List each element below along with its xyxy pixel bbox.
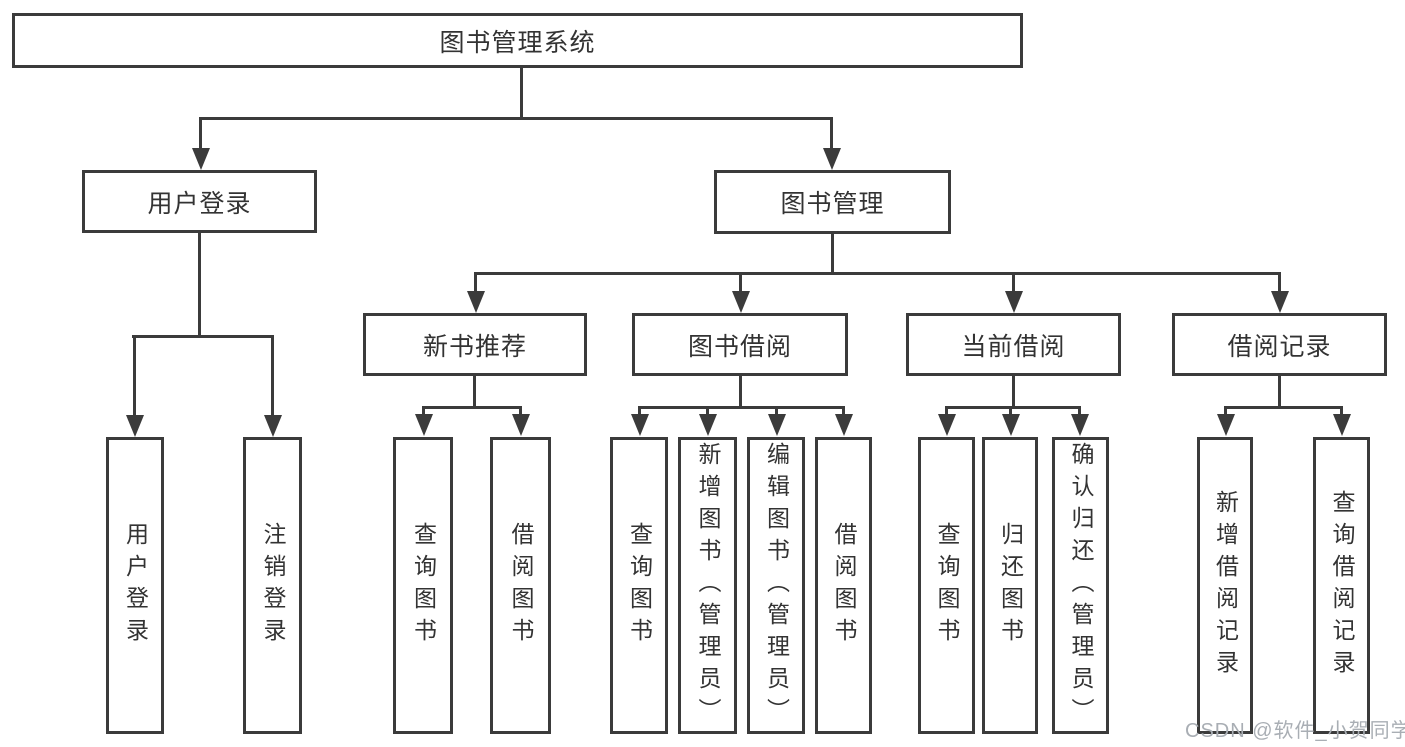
leaf-borrow-borrow-label: 借阅图书 — [831, 521, 857, 650]
connector-new-book-stem — [473, 376, 476, 408]
leaf-logout-label: 注销登录 — [260, 521, 286, 650]
arrow-new-book-leaf-1 — [422, 406, 425, 414]
arrow-current-borrow-leaf-3 — [1078, 406, 1081, 414]
connector-borrow-record-stem — [1278, 376, 1281, 408]
connector-user-login-stem — [198, 233, 201, 337]
arrow-to-leaf-logout — [271, 335, 274, 415]
leaf-record-add-label: 新增借阅记录 — [1212, 489, 1239, 682]
leaf-current-query-label: 查询图书 — [934, 521, 960, 650]
node-book-borrow: 图书借阅 — [632, 313, 848, 376]
leaf-borrow-edit-admin: 编辑图书（管理员） — [747, 437, 805, 734]
leaf-borrow-add-admin-label: 新增图书（管理员） — [695, 441, 721, 730]
leaf-newbook-borrow-label: 借阅图书 — [508, 521, 534, 650]
csdn-watermark: CSDN @软件_小贺同学 — [1185, 720, 1405, 742]
arrow-current-borrow-leaf-1 — [945, 406, 948, 414]
arrow-to-book-management — [830, 117, 833, 148]
arrow-book-borrow-leaf-4 — [842, 406, 845, 414]
node-new-book-recommend-label: 新书推荐 — [422, 332, 527, 361]
connector-current-borrow-stem — [1012, 376, 1015, 408]
arrow-borrow-record-leaf-1 — [1224, 406, 1227, 414]
leaf-logout: 注销登录 — [243, 437, 302, 734]
leaf-user-login-label: 用户登录 — [122, 521, 149, 650]
arrow-new-book-leaf-2 — [519, 406, 522, 414]
connector-user-login-rail — [132, 335, 274, 338]
connector-current-borrow-rail — [945, 406, 1081, 409]
node-book-borrow-label: 图书借阅 — [687, 332, 792, 361]
leaf-borrow-edit-admin-label: 编辑图书（管理员） — [763, 441, 790, 730]
node-root-label: 图书管理系统 — [439, 28, 596, 57]
leaf-current-query: 查询图书 — [918, 437, 975, 734]
arrow-to-borrow-record — [1278, 272, 1281, 291]
connector-level2-rail — [199, 117, 833, 120]
leaf-borrow-query-label: 查询图书 — [626, 521, 653, 650]
arrow-to-current-borrow — [1012, 272, 1015, 291]
leaf-current-return-label: 归还图书 — [997, 521, 1024, 650]
node-current-borrow-label: 当前借阅 — [961, 332, 1066, 361]
leaf-borrow-add-admin: 新增图书（管理员） — [678, 437, 737, 734]
node-borrow-record: 借阅记录 — [1172, 313, 1387, 376]
leaf-current-confirm-admin: 确认归还（管理员） — [1052, 437, 1109, 734]
arrow-book-borrow-leaf-1 — [638, 406, 641, 414]
leaf-record-query-label: 查询借阅记录 — [1329, 489, 1355, 682]
leaf-record-add: 新增借阅记录 — [1197, 437, 1253, 734]
connector-borrow-record-rail — [1224, 406, 1342, 409]
node-root: 图书管理系统 — [12, 13, 1023, 68]
leaf-borrow-borrow: 借阅图书 — [815, 437, 872, 734]
arrow-to-leaf-user-login — [133, 335, 136, 415]
leaf-record-query: 查询借阅记录 — [1313, 437, 1370, 734]
node-current-borrow: 当前借阅 — [906, 313, 1121, 376]
node-user-login-label: 用户登录 — [147, 189, 252, 218]
arrow-book-borrow-leaf-2 — [706, 406, 709, 414]
leaf-borrow-query: 查询图书 — [610, 437, 668, 734]
node-book-management: 图书管理 — [714, 170, 951, 234]
arrow-current-borrow-leaf-2 — [1009, 406, 1012, 414]
connector-book-management-stem — [831, 233, 834, 274]
connector-book-borrow-rail — [638, 406, 844, 409]
arrow-borrow-record-leaf-2 — [1340, 406, 1343, 414]
connector-new-book-rail — [422, 406, 522, 409]
connector-root-stem — [520, 66, 523, 119]
leaf-current-return: 归还图书 — [982, 437, 1038, 734]
node-user-login: 用户登录 — [82, 170, 317, 233]
node-borrow-record-label: 借阅记录 — [1227, 332, 1332, 361]
arrow-book-borrow-leaf-3 — [775, 406, 778, 414]
arrow-to-user-login — [199, 117, 202, 148]
leaf-current-confirm-admin-label: 确认归还（管理员） — [1068, 441, 1094, 730]
leaf-newbook-query: 查询图书 — [393, 437, 453, 734]
leaf-newbook-query-label: 查询图书 — [410, 521, 437, 650]
leaf-user-login: 用户登录 — [106, 437, 164, 734]
node-new-book-recommend: 新书推荐 — [363, 313, 587, 376]
node-book-management-label: 图书管理 — [780, 190, 885, 218]
leaf-newbook-borrow: 借阅图书 — [490, 437, 551, 734]
connector-book-borrow-stem — [739, 376, 742, 408]
arrow-to-book-borrow — [739, 272, 742, 291]
connector-level3-rail — [474, 272, 1281, 275]
arrow-to-new-book — [474, 272, 477, 291]
